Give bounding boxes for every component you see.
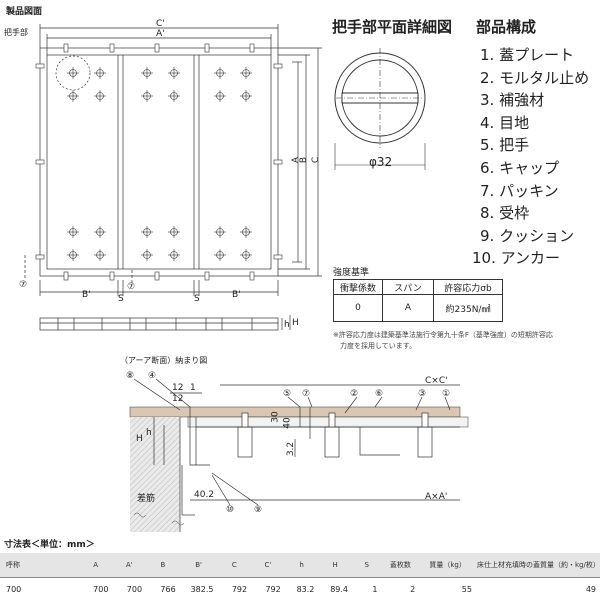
strength-header: 許容応力σb [433,279,503,295]
dim-32: 3.2 [286,441,297,457]
callout-7: ⑦ [302,389,311,399]
handle-callout-circle [55,55,91,91]
callout-10: ⑩ [226,505,235,515]
dim-1: 1 [190,383,196,393]
parts-item: 10. アンカー [472,249,561,268]
dims-cell: 1 [372,584,378,594]
dims-cell: 792 [265,584,281,594]
dim-b-prime-right: B' [232,290,241,300]
dim-s-left: S [118,294,124,304]
dim-b: B [299,156,310,164]
dim-h-section: h [146,428,152,438]
plan-drawing [24,24,322,331]
dim-40: 40 [282,417,293,429]
marker-center: ⑦ [127,282,136,292]
dim-cxc: C×C' [425,376,448,386]
dims-header: C' [251,553,285,578]
parts-title: 部品構成 [476,18,537,36]
dims-header: 床仕上材充填時の蓋質量（約・kg/枚） [475,553,600,578]
marker-left: ⑦ [19,280,28,290]
dim-30: 30 [270,411,281,423]
handle-detail-title: 把手部平面詳細図 [332,18,453,36]
dims-header: A' [112,553,147,578]
dims-cell: 2 [410,584,416,594]
anchor-marks [35,43,283,281]
bolt-pattern [67,67,252,261]
dims-header: B' [179,553,218,578]
dims-header: C [217,553,252,578]
dims-cell: 83.2 [296,584,315,594]
dim-b-prime-left: B' [82,290,91,300]
frame-inner [46,54,272,270]
dims-table-title: 寸法表＜単位：mm＞ [4,540,95,550]
dims-cell: 382.5 [190,584,214,594]
section-title: （アーア断面）納まり図 [120,356,208,365]
side-view [39,317,279,331]
callout-9: ⑨ [254,505,263,515]
dim-c-prime: C' [156,19,165,29]
dim-axa: A×A' [425,492,448,502]
dims-header: 蓋枚数 [381,553,420,578]
strength-cell: 0 [333,294,383,322]
dim-12a: 12 [172,383,184,393]
product-drawing-title: 製品図面 [6,7,43,17]
callout-8: ⑧ [126,371,135,381]
strength-title: 強度基準 [333,268,370,278]
strength-table: 衝撃係数 スパン 許容応力σb 0 A 約235N/㎟ [333,279,503,322]
rebar-label: 差筋 [137,494,156,504]
strength-note-1: ※許容応力度は建築基準法施行令第九十条F（基準強度）の短期許容応 [333,331,553,339]
dim-a-prime: A' [156,29,165,39]
dim-h-side: h [284,320,290,330]
parts-item: 3. 補強材 [480,91,545,110]
parts-item: 2. モルタル止め [480,68,590,87]
parts-item: 1. 蓋プレート [480,46,575,64]
callout-1: ① [442,389,451,399]
parts-list: 1. 蓋プレート 2. モルタル止め 3. 補強材 4. 目地 5. 把手 6.… [472,44,590,270]
dims-cell: 49 [585,584,596,594]
dims-header: S [352,553,382,578]
parts-item: 5. 把手 [480,136,530,155]
callout-4: ④ [148,371,157,381]
dim-H-side: H [292,318,299,328]
frame-outer [39,47,279,277]
dim-402: 40.2 [194,490,215,500]
section-drawing [129,378,469,532]
dims-header: A [78,553,113,578]
parts-item: 6. キャップ [480,158,560,177]
parts-item: 4. 目地 [480,113,530,132]
dims-cell: 792 [231,584,248,594]
strength-header: 衝撃係数 [333,279,383,295]
dims-header: h [284,553,319,578]
callout-3: ③ [418,389,427,399]
dim-H-section: H [136,434,143,444]
strength-header: スパン [382,279,434,295]
dims-cell: 55 [461,584,472,594]
strength-cell: 約235N/㎟ [433,294,503,322]
dims-cell: 89.4 [330,584,348,594]
callout-5: ⑤ [283,389,292,399]
parts-item: 8. 受枠 [480,204,530,223]
dims-cell: 766 [160,584,176,594]
strength-note-2: 力度を採用しています。 [340,342,417,350]
dims-header: 呼称 [0,553,79,578]
handle-detail-drawing [334,48,426,170]
dims-table: 呼称 A A' B B' C C' h H S 蓋枚数 質量（kg） 床仕上材充… [0,553,600,600]
handle-label: 把手部 [4,28,28,37]
callout-2: ② [350,389,359,399]
dims-header: 質量（kg） [419,553,476,578]
callout-6: ⑥ [375,389,384,399]
dims-cell: 700 [126,584,143,594]
dims-header: B [146,553,180,578]
dims-cell: 700 [6,584,22,594]
dim-12b: 12 [172,394,184,404]
parts-item: 9. クッション [480,226,575,245]
dims-cell: 700 [93,584,109,594]
dim-s-right: S [194,294,200,304]
dims-header: H [318,553,352,578]
parts-item: 7. パッキン [480,181,559,200]
strength-cell: A [382,294,434,322]
handle-diameter: φ32 [369,155,393,169]
